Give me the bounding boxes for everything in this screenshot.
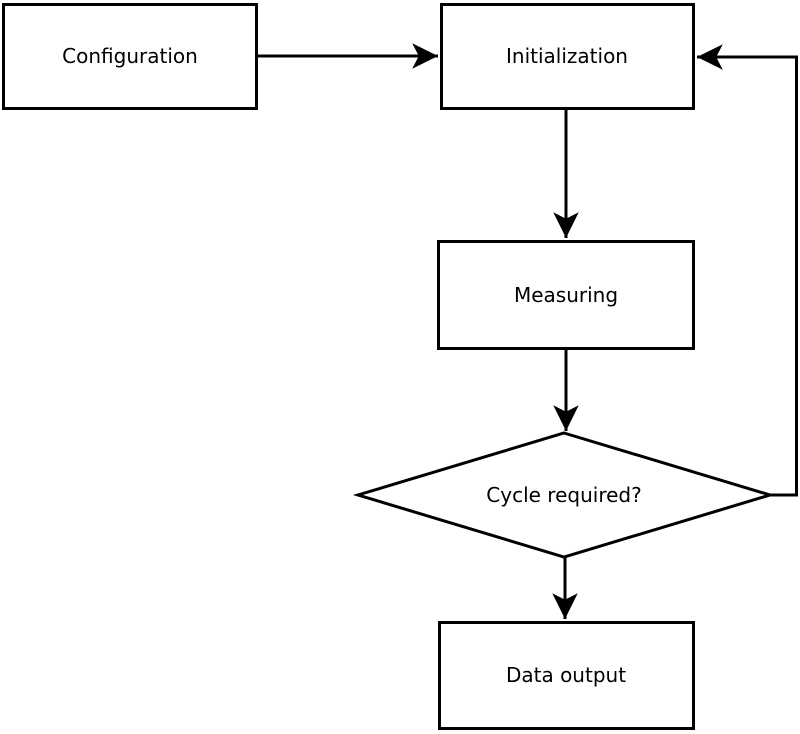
- initialization-label: Initialization: [506, 44, 628, 68]
- configuration-label: Configuration: [62, 44, 198, 68]
- initialization-box: [440, 3, 695, 110]
- cycle-required-label: Cycle required?: [486, 483, 641, 507]
- edge-cycle-required-to-initialization-loop: [697, 44, 798, 497]
- edges: [258, 43, 798, 619]
- node-cycle-required: Cycle required?: [352, 431, 776, 559]
- data-output-box: [438, 621, 695, 730]
- measuring-label: Measuring: [514, 283, 618, 307]
- node-data-output: Data output: [438, 621, 695, 730]
- configuration-box: [2, 3, 258, 110]
- node-configuration: Configuration: [2, 3, 258, 110]
- measuring-box: [437, 240, 695, 350]
- node-measuring: Measuring: [437, 240, 695, 350]
- node-initialization: Initialization: [440, 3, 695, 110]
- data-output-label: Data output: [506, 663, 626, 687]
- cycle-required-diamond: [352, 431, 776, 559]
